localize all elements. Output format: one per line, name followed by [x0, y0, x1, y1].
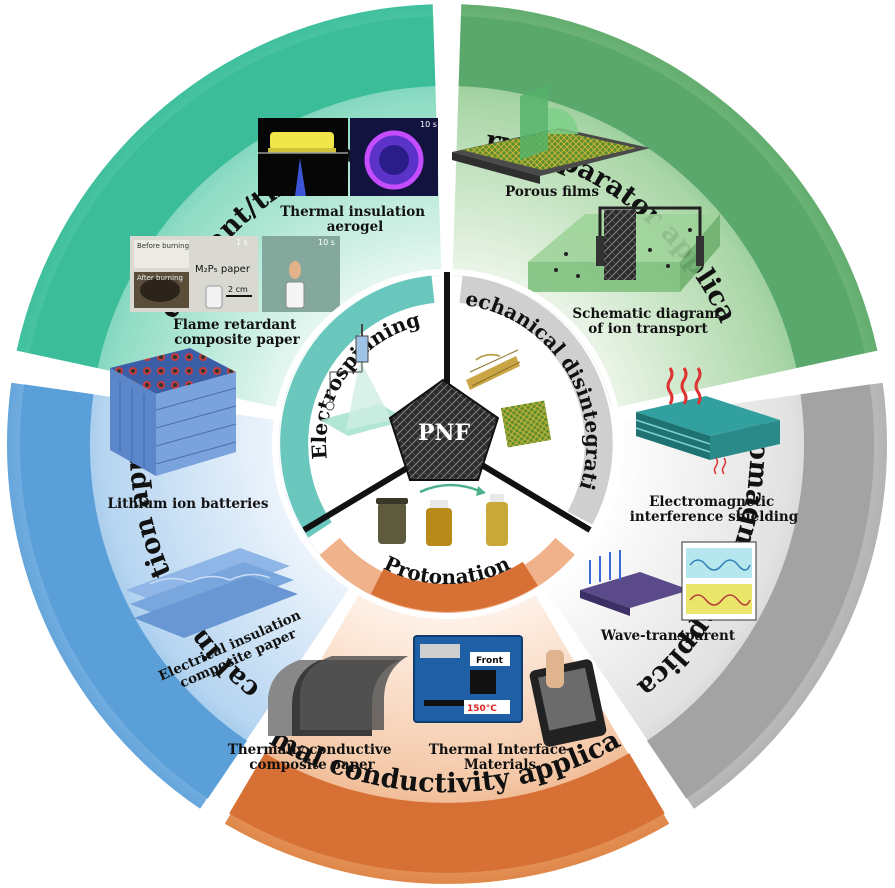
board-front-label: Front: [476, 656, 504, 666]
illustration-electrospinning: [320, 324, 408, 436]
caption-flame-retardant-paper: Flame retardant composite paper: [173, 317, 301, 348]
flame-time-1-label: 1 s: [236, 238, 248, 247]
after-burning-label: After burning: [137, 274, 183, 282]
board-temp-label: 150°C: [467, 704, 497, 714]
aerogel-time-label: 10 s: [420, 120, 437, 129]
caption-thermally-conductive-paper: Thermally conductive composite paper: [228, 742, 396, 773]
caption-thermal-interface: Thermal Interface Materials: [429, 742, 572, 773]
illustration-emi-shielding: [635, 367, 780, 475]
illustration-mechanical-disintegration: [466, 349, 552, 448]
caption-thermal-insulation-aerogel: Thermal insulation aerogel: [280, 204, 430, 235]
illustration-protonation: [376, 483, 508, 546]
illustration-electrical-insulation-paper: [126, 548, 298, 638]
illustration-lithium-batteries: [110, 348, 237, 476]
outer-bands: [19, 16, 875, 873]
caption-lithium-batteries: Lithium ion batteries: [108, 496, 269, 512]
illustration-thermal-interface: Front 150°C: [413, 635, 607, 747]
illustration-porous-films: [452, 84, 650, 184]
illustration-wave-transparent: [580, 541, 757, 621]
photo-flame-retardant-paper: Before burning After burning M₂P₅ paper …: [130, 236, 340, 312]
illustration-thermally-conductive-paper: [268, 656, 408, 736]
caption-wave-transparent: Wave-transparent: [600, 628, 736, 644]
flame-time-2-label: 10 s: [318, 238, 335, 247]
scale-bar-label: 2 cm: [228, 285, 248, 294]
before-burning-label: Before burning: [137, 242, 189, 250]
pnf-label: PNF: [418, 420, 471, 446]
illustration-ion-transport: [528, 206, 720, 292]
caption-emi-shielding: Electromagnetic interference shielding: [630, 494, 799, 525]
photo-thermal-insulation-aerogel: 10 s: [258, 118, 438, 196]
paper-label: M₂P₅ paper: [195, 264, 251, 275]
caption-porous-films: Porous films: [505, 184, 599, 200]
caption-ion-transport: Schematic diagram of ion transport: [572, 306, 723, 337]
pnf-pentagon: PNF: [388, 378, 500, 481]
